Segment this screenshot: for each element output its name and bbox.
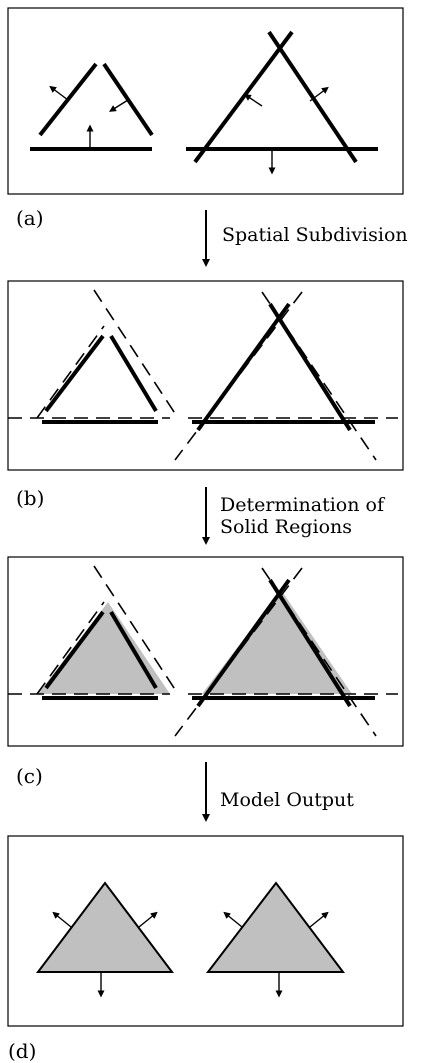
output-solid-right: [205, 881, 346, 973]
dashed-line: [93, 565, 179, 695]
panel-b-label: (b): [16, 486, 44, 510]
dashed-line: [36, 325, 105, 419]
output-solid-left: [35, 881, 175, 973]
panel-a: [7, 7, 404, 195]
panel-c-label: (c): [16, 764, 43, 788]
dashed-line: [261, 291, 377, 461]
normal-arrow: [223, 911, 243, 928]
wall: [196, 578, 291, 708]
wall: [109, 610, 158, 690]
step-2-label-line-2: Solid Regions: [220, 516, 352, 538]
step-1-label: Spatial Subdivision: [222, 224, 408, 246]
step-3-label: Model Output: [220, 789, 354, 811]
step-2-label-line-1: Determination of: [220, 494, 386, 516]
panel-d-frame: [7, 835, 404, 1027]
panel-c-frame: [7, 556, 404, 747]
normal-arrow: [49, 85, 69, 101]
wall-right-2: [267, 30, 358, 164]
panel-d: [7, 835, 404, 1027]
wall: [268, 302, 352, 432]
wall: [44, 610, 105, 690]
panel-a-frame: [7, 7, 404, 195]
dashed-line: [93, 289, 179, 419]
normal-arrow: [52, 911, 72, 928]
solid-region: [38, 602, 170, 694]
panel-b: [7, 280, 404, 471]
wall: [109, 334, 158, 413]
dashed-line: [36, 601, 105, 695]
panel-d-label: (d): [8, 1039, 36, 1063]
solid-region: [202, 590, 352, 694]
normal-arrow: [109, 99, 129, 112]
wall-right-1: [193, 30, 294, 164]
panel-c: [7, 556, 404, 747]
normal-arrow: [138, 911, 158, 928]
wall: [44, 334, 105, 413]
normal-arrow: [244, 94, 263, 107]
panel-b-frame: [7, 280, 404, 471]
normal-arrow: [309, 86, 329, 102]
wall: [268, 578, 352, 708]
normal-arrow: [309, 911, 329, 928]
dashed-line: [261, 567, 377, 737]
panel-a-label: (a): [16, 206, 44, 230]
wall-left-2: [102, 62, 154, 137]
wall: [196, 302, 291, 432]
